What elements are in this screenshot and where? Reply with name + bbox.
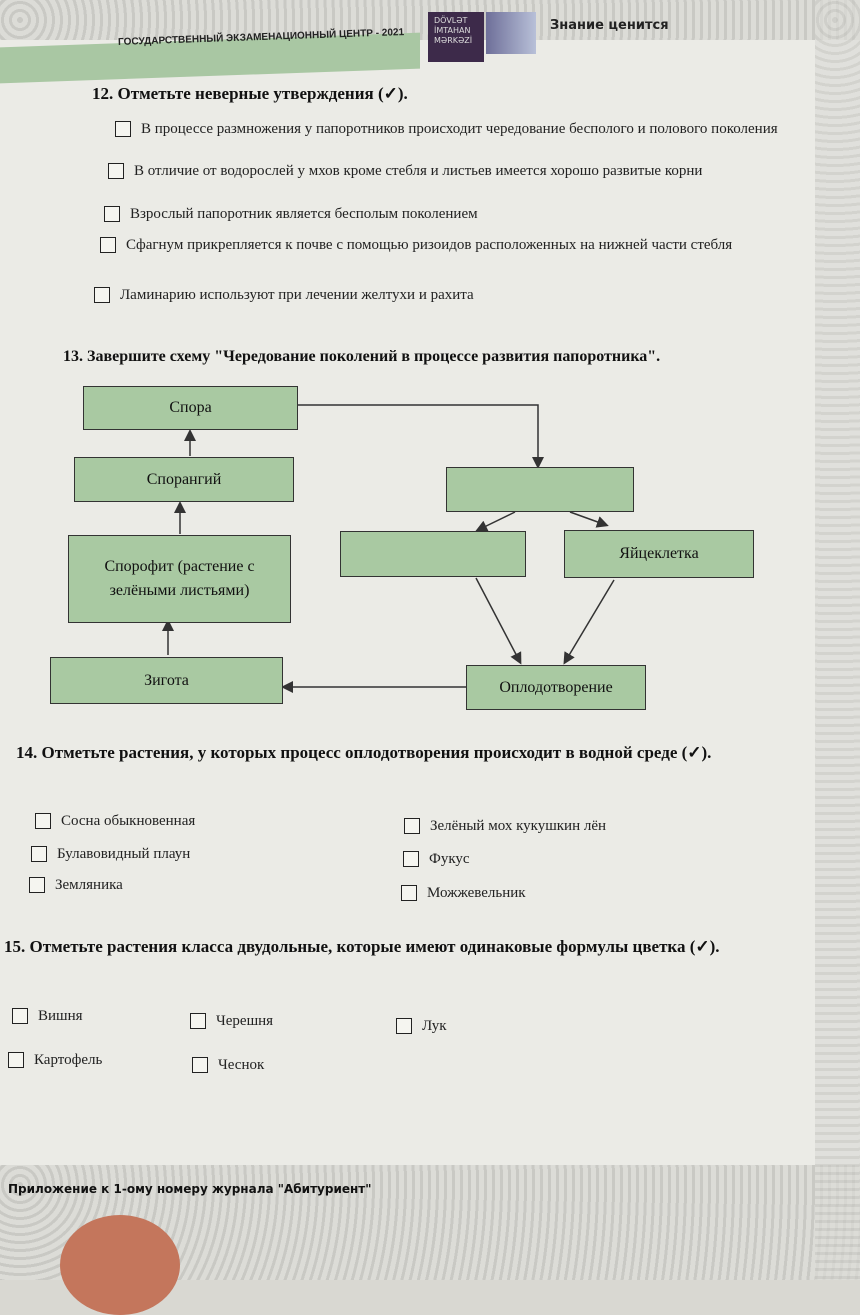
checkbox[interactable] [100,237,116,253]
checkbox[interactable] [31,846,47,862]
q14-title: 14. Отметьте растения, у которых процесс… [16,743,712,762]
arrow [475,511,516,532]
checkbox[interactable] [104,206,120,222]
checkbox[interactable] [12,1008,28,1024]
arrow [569,511,609,528]
box-blank-left[interactable] [340,531,526,577]
q15-title: 15. Отметьте растения класса двудольные,… [4,937,720,956]
checkbox[interactable] [192,1057,208,1073]
option-label: Фукус [429,851,470,867]
option-label: В процессе размножения у папоротников пр… [141,121,778,137]
logo-line: İMTAHAN [434,26,471,35]
logo-line: MƏRKƏZİ [434,36,473,45]
option-label: Картофель [34,1052,103,1068]
box-blank-top[interactable] [446,467,634,512]
q15-option[interactable]: Чеснок [192,1056,264,1074]
box-egg: Яйцеклетка [564,530,754,578]
checkbox[interactable] [94,287,110,303]
option-label: Можжевельник [427,885,526,901]
option-label: Булавовидный плаун [57,846,191,862]
q15-option[interactable]: Картофель [8,1051,102,1069]
option-label: Сфагнум прикрепляется к почве с помощью … [126,237,733,253]
checkbox[interactable] [190,1013,206,1029]
option-label: Земляника [55,877,123,893]
q14-option[interactable]: Булавовидный плаун [31,845,190,863]
checkbox[interactable] [404,818,420,834]
logo-pixels [486,12,536,54]
footer-note: Приложение к 1-ому номеру журнала "Абиту… [8,1182,372,1196]
q13-title: 13. Завершите схему "Чередование поколен… [63,348,661,365]
checkbox[interactable] [403,851,419,867]
box-spore: Спора [83,386,298,430]
checkbox[interactable] [401,885,417,901]
q12-option[interactable]: В процессе размножения у папоротников пр… [115,120,805,138]
q15-option[interactable]: Лук [396,1017,447,1035]
checkbox[interactable] [396,1018,412,1034]
diagram-arrows [162,404,615,693]
q15-option[interactable]: Черешня [190,1012,273,1030]
q12-option[interactable]: Сфагнум прикрепляется к почве с помощью … [100,236,780,254]
option-label: Лук [422,1018,447,1034]
option-label: Чеснок [218,1057,265,1073]
option-label: Взрослый папоротник является бесполым по… [130,206,478,222]
box-sporophyte: Спорофит (растение с зелёными листьями) [68,535,291,623]
thumb [60,1215,180,1315]
checkbox[interactable] [115,121,131,137]
q12-option[interactable]: В отличие от водорослей у мхов кроме сте… [108,162,758,180]
logo: DÖVLƏT İMTAHAN MƏRKƏZİ [428,12,484,62]
option-label: Сосна обыкновенная [61,813,196,829]
checkbox[interactable] [29,877,45,893]
box-zygote: Зигота [50,657,283,704]
box-fertilization: Оплодотворение [466,665,646,710]
option-label: В отличие от водорослей у мхов кроме сте… [134,163,703,179]
q14-option[interactable]: Можжевельник [401,884,526,902]
option-label: Вишня [38,1008,83,1024]
q12-title: 12. Отметьте неверные утверждения (✓). [92,84,408,103]
slogan: Знание ценится [550,18,669,33]
q15-option[interactable]: Вишня [12,1007,83,1025]
checkbox[interactable] [8,1052,24,1068]
checkbox[interactable] [108,163,124,179]
q14-option[interactable]: Зелёный мох кукушкин лён [404,817,606,835]
arrow [563,579,615,665]
logo-line: DÖVLƏT [434,16,468,25]
option-label: Зелёный мох кукушкин лён [430,818,607,834]
option-label: Ламинарию используют при лечении желтухи… [120,287,474,303]
q14-option[interactable]: Фукус [403,850,470,868]
q14-option[interactable]: Сосна обыкновенная [35,812,195,830]
box-sporangium: Спорангий [74,457,294,502]
option-label: Черешня [216,1013,274,1029]
arrow [475,577,522,665]
ornament-right [815,0,860,1280]
q12-option[interactable]: Ламинарию используют при лечении желтухи… [94,286,474,304]
arrow [298,404,544,469]
checkbox[interactable] [35,813,51,829]
q14-option[interactable]: Земляника [29,876,123,894]
q12-option[interactable]: Взрослый папоротник является бесполым по… [104,205,478,223]
